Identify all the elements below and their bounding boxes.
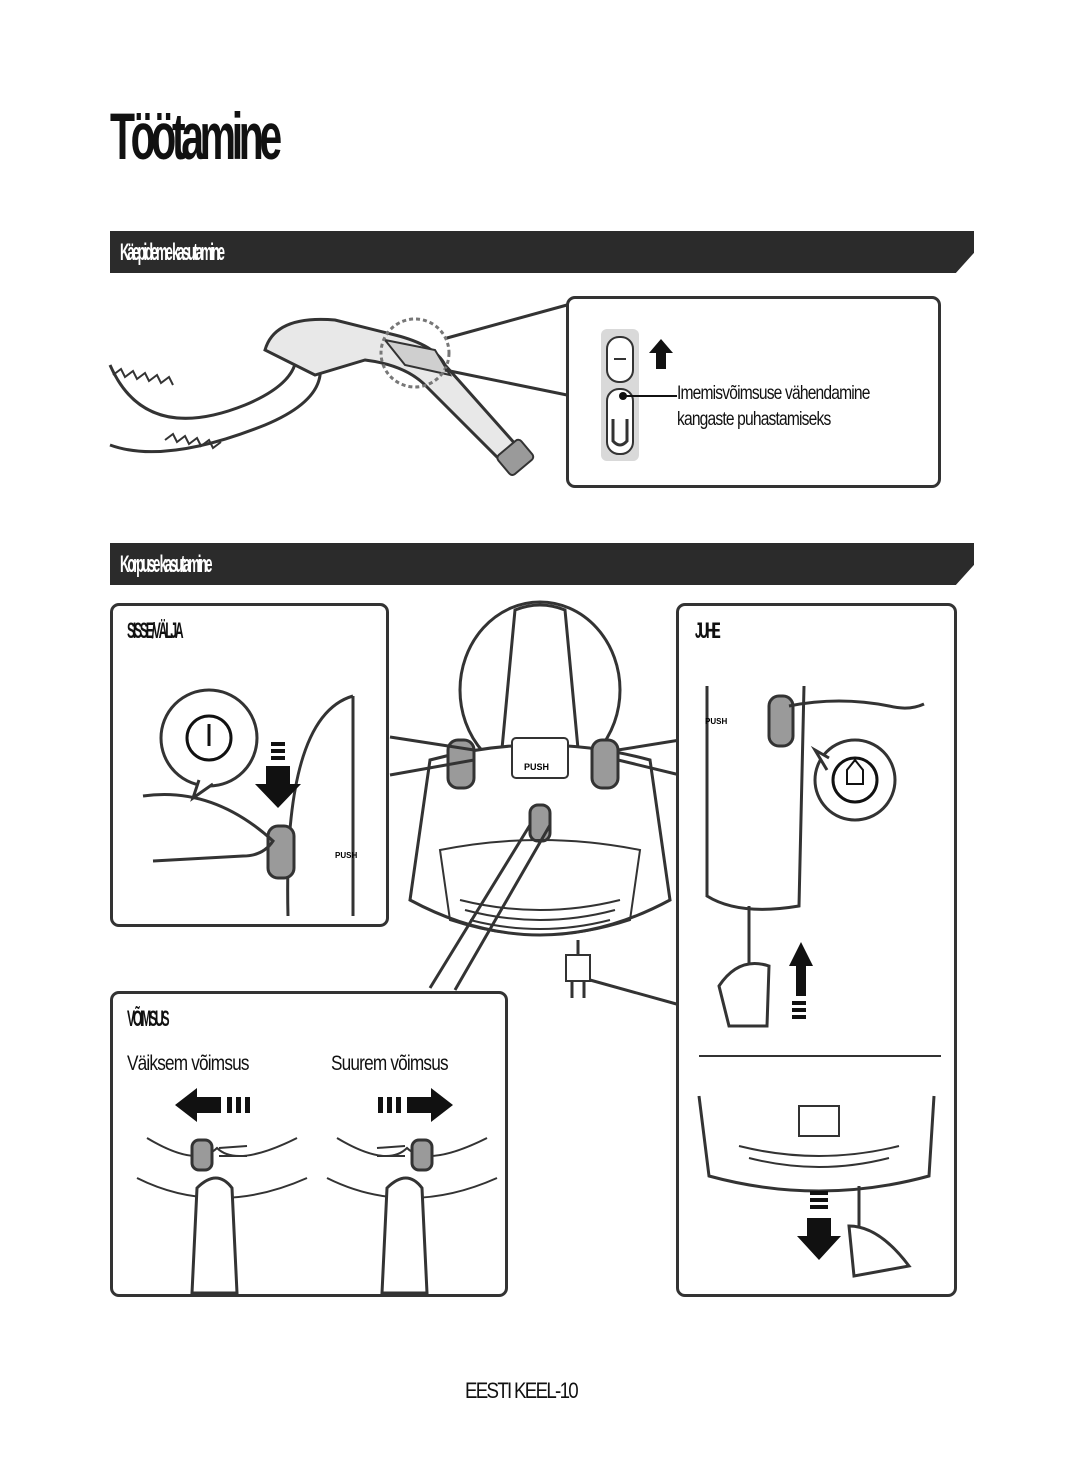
push-label-small: PUSH bbox=[335, 851, 357, 860]
power-slider-left-illustration bbox=[136, 1137, 308, 1295]
handle-caption-line2: kangaste puhastamiseks bbox=[677, 409, 831, 430]
section-bar-handle: Käepideme kasutamine bbox=[110, 231, 974, 273]
handle-detail-panel: Imemisvõimsuse vähendamine kangaste puha… bbox=[566, 296, 941, 488]
higher-power-label: Suurem võimsus bbox=[331, 1052, 449, 1075]
power-slider-right-illustration bbox=[326, 1137, 498, 1295]
arrow-up-icon bbox=[649, 339, 673, 369]
callout-line bbox=[619, 392, 677, 400]
lower-power-label: Väiksem võimsus bbox=[127, 1052, 250, 1075]
handle-caption-line1: Imemisvõimsuse vähendamine bbox=[677, 383, 870, 404]
section-heading-body: Korpuse kasutamine bbox=[120, 551, 212, 578]
push-label-center: PUSH bbox=[524, 762, 549, 772]
arrow-left-icon bbox=[175, 1088, 250, 1122]
hose-handle-illustration bbox=[108, 303, 568, 476]
power-switch-panel: SISSE/VÄLJA PUSH bbox=[110, 603, 389, 927]
cord-rewind-panel: JUHE PUSH bbox=[676, 603, 957, 1297]
power-switch-label: SISSE/VÄLJA bbox=[127, 618, 184, 643]
vacuum-body-illustration: PUSH bbox=[389, 600, 681, 1007]
arrow-right-icon bbox=[378, 1088, 453, 1122]
page-footer: EESTI KEEL-10 bbox=[465, 1378, 579, 1403]
power-adjust-panel: VÕIMSUS Väiksem võimsus Suurem võimsus bbox=[110, 991, 508, 1297]
push-label-right: PUSH bbox=[705, 717, 727, 726]
section-bar-body: Korpuse kasutamine bbox=[110, 543, 974, 585]
power-adjust-label: VÕIMSUS bbox=[127, 1006, 170, 1031]
power-button-illustration: PUSH bbox=[142, 688, 357, 917]
section-heading-handle: Käepideme kasutamine bbox=[120, 239, 225, 266]
page-title: Töötamine bbox=[110, 99, 282, 173]
cord-rewind-label: JUHE bbox=[695, 618, 721, 643]
cord-rewind-illustration: PUSH bbox=[697, 685, 941, 1278]
